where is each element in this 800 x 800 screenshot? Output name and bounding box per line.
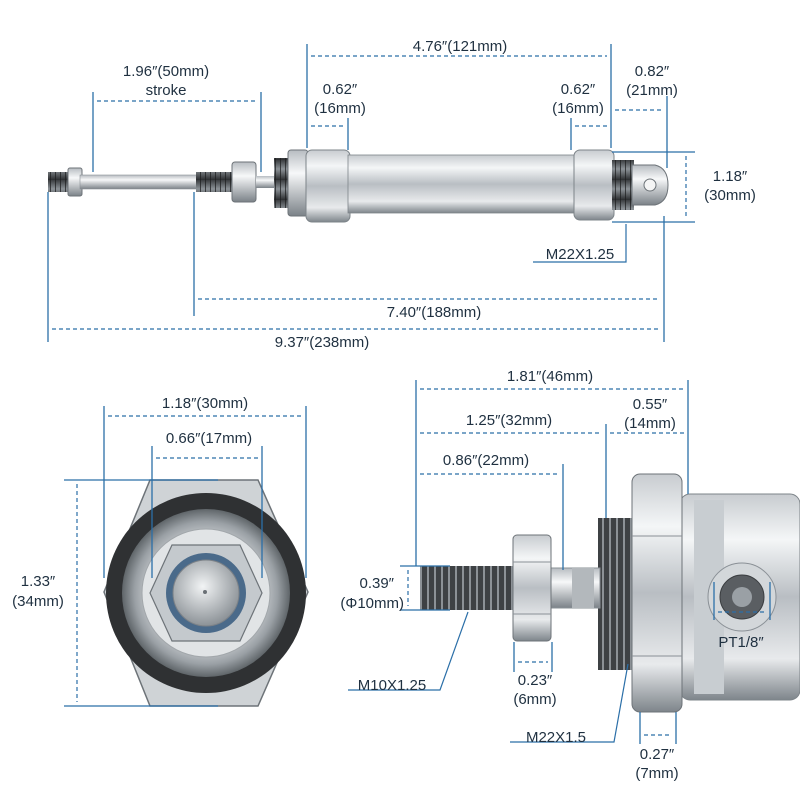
label-bore-mm: (30mm) bbox=[704, 187, 756, 204]
detail-rod-nut bbox=[512, 534, 552, 642]
label-overall-length: 1.81″(46mm) bbox=[506, 368, 594, 385]
detail-thread-boss bbox=[598, 518, 632, 670]
label-flat-mm: (7mm) bbox=[635, 765, 679, 782]
label-rod-dia-mm: (Φ10mm) bbox=[340, 595, 404, 612]
label-stroke-word: stroke bbox=[145, 82, 187, 99]
rear-mount-thread bbox=[612, 160, 634, 210]
label-rod-end-mm: (16mm) bbox=[314, 100, 366, 117]
label-rod-end-inch: 0.62″ bbox=[322, 81, 358, 98]
detail-dimension-lines bbox=[348, 380, 771, 744]
piston-rod bbox=[79, 174, 199, 190]
label-nut-thk-inch: 0.23″ bbox=[517, 672, 553, 689]
label-total-length: 4.76″(121mm) bbox=[412, 38, 508, 55]
label-across-corners-inch: 1.33″ bbox=[20, 573, 56, 590]
label-rod-exposed: 0.86″(22mm) bbox=[442, 452, 530, 469]
label-cap-end-mm: (16mm) bbox=[552, 100, 604, 117]
label-stroke-length: 1.96″(50mm) bbox=[122, 63, 210, 80]
label-extended-length: 9.37″(238mm) bbox=[274, 334, 370, 351]
front-mount-thread bbox=[274, 158, 290, 208]
label-across-flats: 1.18″(30mm) bbox=[161, 395, 249, 412]
rod-short-shaft bbox=[256, 176, 278, 188]
end-view-dimension-lines bbox=[64, 406, 307, 707]
label-retracted-length: 7.40″(188mm) bbox=[386, 304, 482, 321]
label-across-corners-mm: (34mm) bbox=[12, 593, 64, 610]
rear-end-cap bbox=[573, 149, 615, 221]
label-clevis-inch: 0.82″ bbox=[634, 63, 670, 80]
label-boss-end-inch: 0.55″ bbox=[632, 396, 668, 413]
rod-end-thread bbox=[48, 172, 70, 192]
detail-large-nut bbox=[631, 473, 683, 713]
label-port-thread: PT1/8″ bbox=[718, 634, 764, 651]
rod-thread-section bbox=[196, 172, 234, 192]
end-rod-center bbox=[203, 590, 207, 594]
port-inner bbox=[732, 587, 752, 607]
front-end-cap bbox=[305, 149, 351, 223]
cylinder-end-view bbox=[103, 479, 309, 707]
label-flat-inch: 0.27″ bbox=[639, 746, 675, 763]
front-mount-nut bbox=[287, 149, 309, 217]
label-rod-thread: M10X1.25 bbox=[357, 677, 427, 694]
label-nut-thk-mm: (6mm) bbox=[513, 691, 557, 708]
detail-rod-thread bbox=[420, 566, 522, 610]
label-mount-thread: M22X1.25 bbox=[545, 246, 615, 263]
cylinder-barrel bbox=[347, 154, 577, 214]
label-boss-length: 1.25″(32mm) bbox=[465, 412, 553, 429]
label-bore-inch: 1.18″ bbox=[712, 168, 748, 185]
label-body-thread: M22X1.5 bbox=[525, 729, 587, 746]
detail-rod-flat bbox=[572, 568, 594, 608]
label-boss-end-mm: (14mm) bbox=[624, 415, 676, 432]
label-cap-end-inch: 0.62″ bbox=[560, 81, 596, 98]
label-rod-dia-inch: 0.39″ bbox=[359, 575, 394, 592]
clevis-pin-hole bbox=[643, 178, 657, 192]
label-clevis-mm: (21mm) bbox=[626, 82, 678, 99]
label-nut-width: 0.66″(17mm) bbox=[165, 430, 253, 447]
top-dimension-lines bbox=[47, 44, 695, 342]
rod-end-detail bbox=[420, 473, 800, 713]
cylinder-side-view bbox=[48, 149, 669, 223]
rod-hex-nut bbox=[231, 161, 257, 203]
